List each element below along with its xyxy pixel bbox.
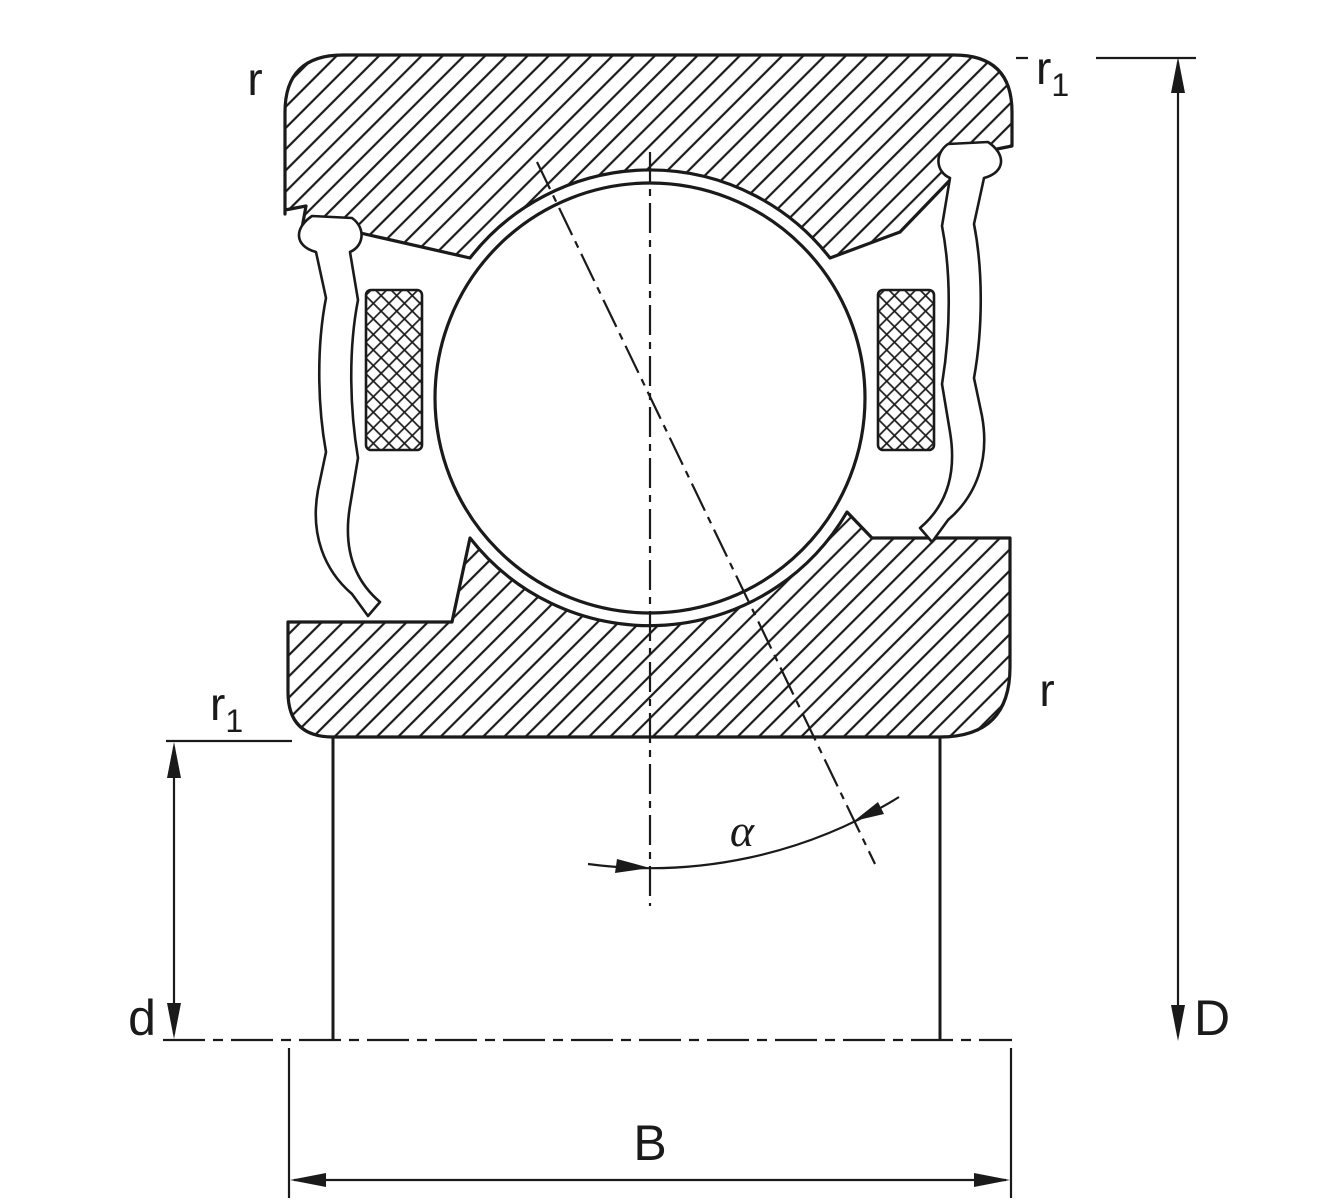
dim-arrow-B-left [290, 1173, 326, 1187]
label-width-B: B [633, 1115, 666, 1171]
dim-arrow-d-bottom [167, 1003, 181, 1039]
right-seal-elastomer [876, 288, 936, 452]
angle-arrow-left [615, 859, 650, 873]
label-backing [1028, 38, 1096, 90]
contact-angle-centerline [536, 161, 876, 865]
label-r1-bottom-left: r1 [210, 678, 243, 739]
label-bore-diameter-d: d [128, 990, 156, 1046]
label-r-bottom-right: r [1039, 664, 1054, 716]
left-seal-carrier [297, 214, 382, 618]
dim-arrow-d-top [167, 742, 181, 778]
outer-ring-section [283, 53, 1014, 260]
label-r1-top-right: r1 [1036, 42, 1069, 103]
label-r-top-left: r [247, 53, 262, 105]
dim-arrow-B-right [974, 1173, 1010, 1187]
inner-ring-section [286, 510, 1012, 739]
dim-arrow-D-bottom [1171, 1005, 1185, 1041]
angle-arrow-right [854, 802, 884, 821]
right-seal-carrier [918, 140, 1003, 544]
left-seal-elastomer [364, 288, 424, 452]
dim-arrow-D-top [1171, 57, 1185, 93]
label-contact-angle-alpha: α [730, 805, 755, 856]
label-outside-diameter-D: D [1194, 990, 1230, 1046]
